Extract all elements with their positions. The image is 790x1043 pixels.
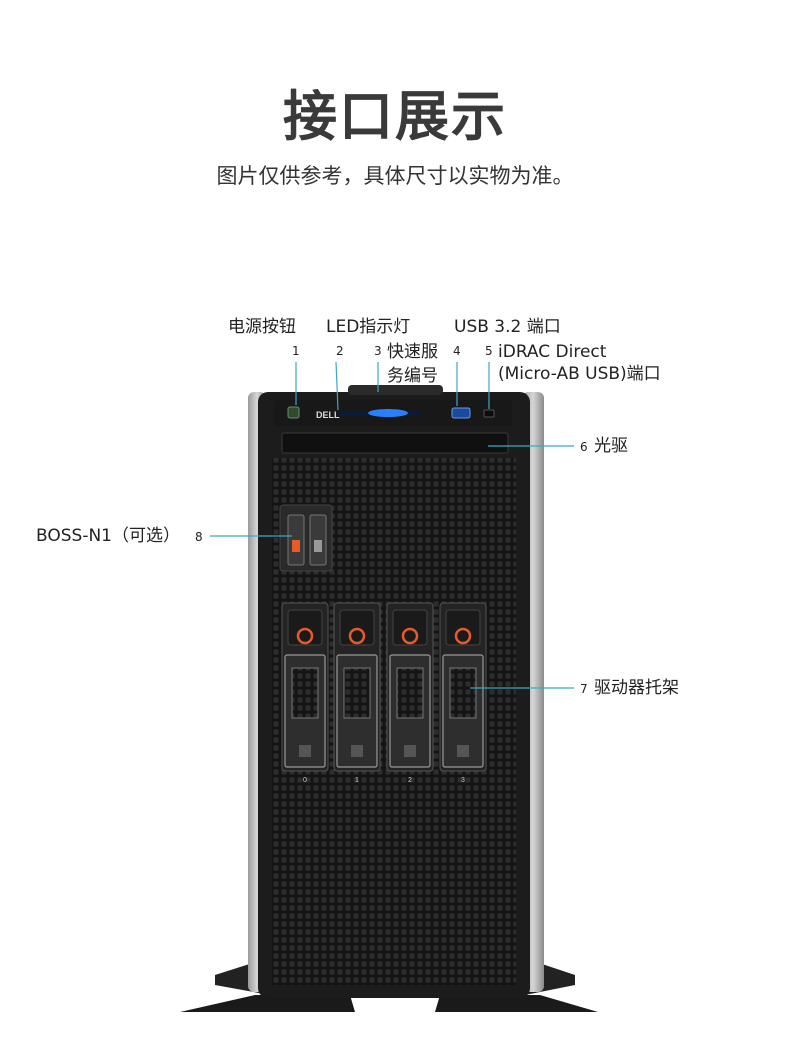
- power-button-number: 1: [292, 344, 300, 358]
- drive-bay-3[interactable]: 3: [439, 602, 487, 784]
- usb-port-label: USB 3.2 端口: [454, 317, 561, 337]
- idrac-port-number: 5: [485, 344, 493, 358]
- page-subtitle: 图片仅供参考，具体尺寸以实物为准。: [216, 164, 574, 188]
- bay-number-label: 3: [461, 777, 465, 784]
- drive-bay-1[interactable]: 1: [333, 602, 381, 784]
- drive-carrier-label: 驱动器托架: [594, 678, 679, 698]
- led-glow: [368, 409, 408, 417]
- optical-drive-number: 6: [580, 440, 588, 454]
- bay-number-label: 0: [303, 777, 307, 784]
- brand-logo: DELL: [316, 410, 340, 420]
- drive-carrier-number: 7: [580, 682, 588, 696]
- top-handle: [348, 385, 443, 395]
- bay-number-label: 2: [408, 777, 412, 784]
- quick-sync-number: 3: [374, 344, 382, 358]
- boss-number: 8: [195, 530, 203, 544]
- idrac-port-shape[interactable]: [483, 409, 495, 418]
- drive-release-icon[interactable]: [296, 627, 314, 645]
- optical-drive-label: 光驱: [594, 436, 628, 456]
- drive-bays: 0 1 2 3: [281, 602, 487, 784]
- idrac-port-label-line1: iDRAC Direct: [498, 342, 607, 362]
- quick-sync-label-line2: 务编号: [387, 366, 438, 386]
- power-button-shape[interactable]: [287, 406, 300, 419]
- bay-number-label: 1: [355, 777, 359, 784]
- idrac-port-label-line2: (Micro-AB USB)端口: [498, 364, 661, 384]
- usb-port-shape[interactable]: [451, 407, 471, 419]
- led-indicator-number: 2: [336, 344, 344, 358]
- drive-release-icon[interactable]: [401, 627, 419, 645]
- drive-bay-0[interactable]: 0: [281, 602, 329, 784]
- boss-module: [279, 504, 333, 572]
- quick-sync-label-line1: 快速服: [387, 342, 438, 362]
- led-indicator-label: LED指示灯: [326, 317, 411, 337]
- usb-port-number: 4: [453, 344, 461, 358]
- power-button-label: 电源按钮: [228, 317, 296, 337]
- page-title: 接口展示: [283, 85, 507, 148]
- drive-bay-2[interactable]: 2: [386, 602, 434, 784]
- drive-release-icon[interactable]: [454, 627, 472, 645]
- callout-lines: [210, 361, 574, 689]
- optical-drive-shape: [281, 432, 509, 454]
- boss-label: BOSS-N1（可选）: [36, 526, 180, 546]
- drive-release-icon[interactable]: [348, 627, 366, 645]
